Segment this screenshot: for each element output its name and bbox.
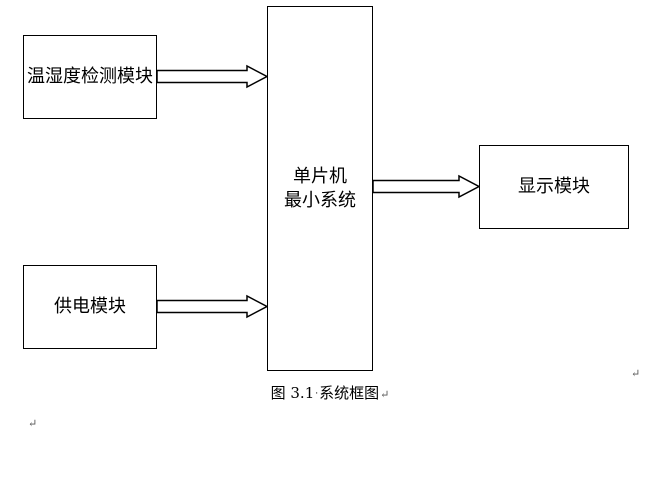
figure-title: 系统框图 <box>319 384 380 402</box>
temp-humidity-module-box: 温湿度检测模块 <box>23 35 157 119</box>
power-module-label: 供电模块 <box>54 296 126 317</box>
mcu-label-line1: 单片机 <box>293 165 347 187</box>
arrow-power-to-mcu <box>156 294 269 319</box>
figure-number: 图 3.1 <box>270 384 315 402</box>
display-module-label: 显示模块 <box>518 176 590 197</box>
paragraph-mark-left: ↵ <box>28 417 38 430</box>
temp-humidity-module-label: 温湿度检测模块 <box>27 66 153 87</box>
mcu-minimum-system-box: 单片机 最小系统 <box>267 6 373 371</box>
mcu-label-group: 单片机 最小系统 <box>284 165 356 213</box>
arrow-mcu-to-display <box>372 174 481 199</box>
caption-dot: · <box>315 389 319 399</box>
power-module-box: 供电模块 <box>23 265 157 349</box>
arrow-sensor-to-mcu <box>156 64 269 89</box>
figure-caption: 图 3.1·系统框图↵ <box>0 383 660 405</box>
paragraph-mark-caption: ↵ <box>380 388 390 401</box>
paragraph-mark-right: ↵ <box>631 367 641 380</box>
mcu-label-line2: 最小系统 <box>284 189 356 211</box>
display-module-box: 显示模块 <box>479 145 629 229</box>
